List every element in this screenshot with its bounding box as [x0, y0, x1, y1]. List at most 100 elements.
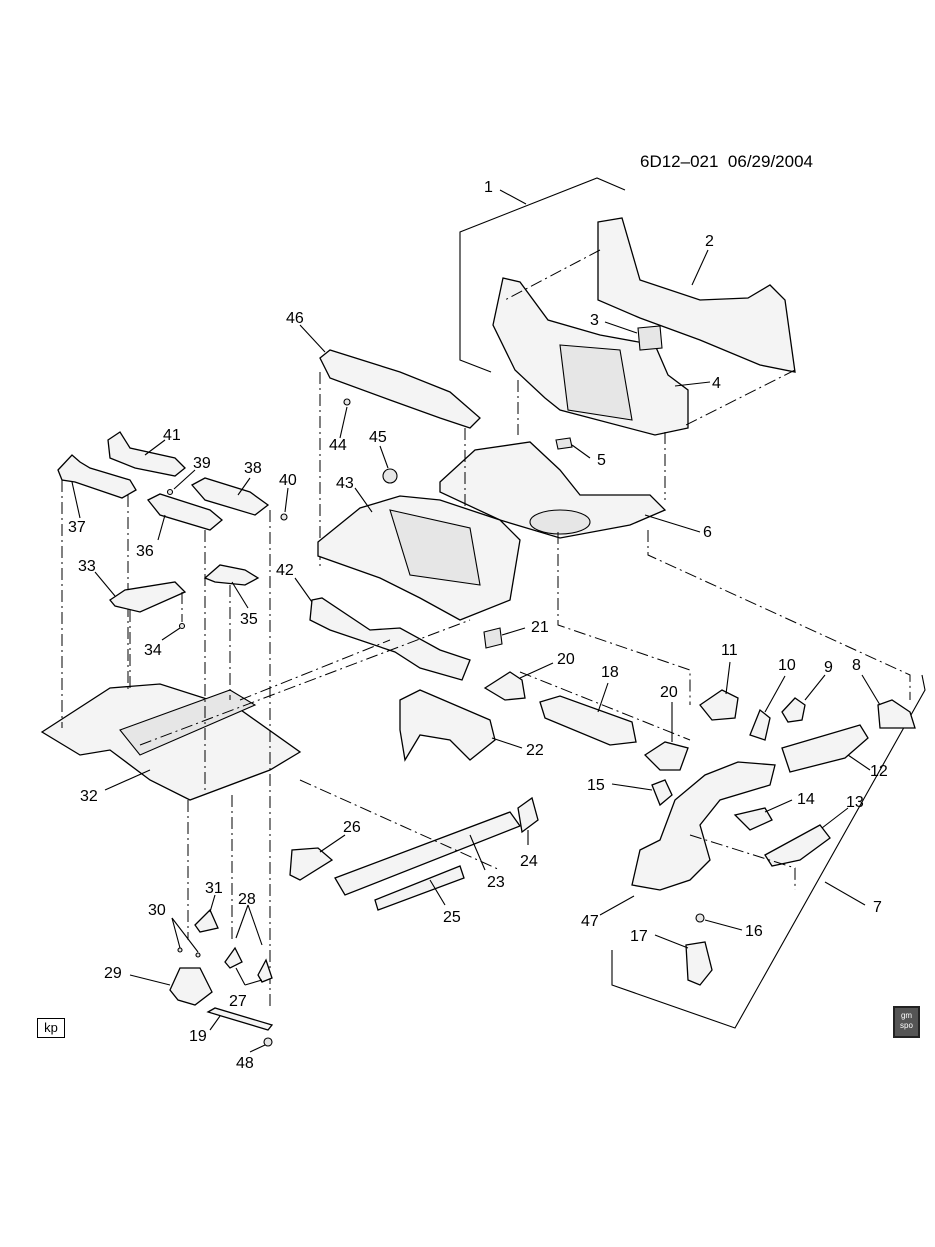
callout-44: 44 — [329, 437, 347, 454]
leader-45 — [379, 445, 389, 469]
callout-4: 4 — [712, 375, 721, 392]
part-24-bracket — [517, 796, 539, 834]
gm-spo-logo: gm spo — [893, 1006, 920, 1038]
dash-32-23 — [299, 779, 501, 871]
leader-47 — [599, 895, 635, 916]
part-17-bracket — [685, 941, 713, 986]
callout-19: 19 — [189, 1028, 207, 1045]
leader-30b — [171, 917, 199, 953]
part-27-bracket-b — [257, 958, 273, 983]
callout-18: 18 — [601, 664, 619, 681]
part-16-bolt — [695, 913, 705, 923]
leader-46 — [299, 324, 326, 353]
part-45-grommet — [382, 468, 398, 484]
callout-10: 10 — [778, 657, 796, 674]
callout-6: 6 — [703, 524, 712, 541]
callout-3: 3 — [590, 312, 599, 329]
callout-1: 1 — [484, 179, 493, 196]
callout-16: 16 — [745, 923, 763, 940]
leader-15 — [611, 783, 653, 791]
leader-48 — [249, 1044, 266, 1053]
group-1-bracket — [459, 177, 626, 373]
part-14-bracket — [733, 807, 773, 831]
part-6-rear-floor — [439, 441, 667, 539]
diagram-date: 06/29/2004 — [727, 152, 814, 171]
leader-16 — [704, 919, 743, 931]
kp-badge: kp — [37, 1018, 65, 1038]
callout-21: 21 — [531, 619, 549, 636]
leader-18 — [597, 682, 609, 713]
leader-28a — [235, 904, 249, 939]
part-11-bracket — [699, 689, 739, 721]
part-3-bracket — [637, 325, 663, 351]
group-7-bracket — [611, 674, 926, 1029]
part-39-clip — [166, 488, 174, 496]
leader-33 — [94, 571, 116, 597]
callout-46: 46 — [286, 310, 304, 327]
part-38-bracket — [190, 477, 270, 516]
callout-5: 5 — [597, 452, 606, 469]
part-32-rocker — [119, 689, 257, 756]
leader-44 — [339, 406, 348, 439]
leader-23 — [469, 834, 486, 871]
part-20-bracket-b — [643, 741, 689, 771]
part-21-grommet — [483, 627, 503, 649]
callout-42: 42 — [276, 562, 294, 579]
part-18-reinforcement — [539, 695, 637, 746]
leader-14 — [764, 799, 793, 813]
part-6-spare-well — [529, 509, 591, 535]
leader-9 — [804, 674, 826, 701]
dash-32-42b — [239, 639, 391, 701]
leader-34 — [161, 627, 181, 641]
callout-48: 48 — [236, 1055, 254, 1072]
part-35-bracket — [203, 564, 260, 586]
part-15-bracket — [651, 779, 673, 807]
leader-21 — [501, 627, 526, 636]
leader-10 — [764, 675, 786, 713]
dash-2-4b — [685, 369, 796, 426]
part-29-bracket — [169, 967, 213, 1006]
part-44-plug — [343, 398, 351, 406]
callout-40: 40 — [279, 472, 297, 489]
leader-31 — [209, 894, 216, 913]
leader-8 — [861, 674, 881, 706]
diagram-ref-code: 6D12–021 — [640, 152, 719, 171]
part-20-bracket-a — [483, 671, 526, 701]
dash-13 — [689, 834, 796, 890]
leader-41 — [144, 439, 166, 456]
part-5-clip — [555, 437, 573, 450]
part-13-bracket — [764, 824, 831, 867]
part-46-crossmember — [319, 349, 481, 429]
part-26-bracket — [289, 847, 334, 881]
leader-38 — [237, 477, 251, 496]
part-30-screw-b — [195, 952, 201, 958]
callout-27: 27 — [229, 993, 247, 1010]
part-34-clip — [178, 622, 186, 630]
part-8-bracket — [877, 699, 916, 729]
callout-14: 14 — [797, 791, 815, 808]
logo-text-bottom: spo — [900, 1021, 913, 1030]
part-48-fastener — [263, 1037, 273, 1047]
leader-39 — [173, 469, 196, 490]
leader-4 — [674, 381, 711, 387]
callout-7: 7 — [873, 899, 882, 916]
dash-32-42 — [139, 619, 471, 746]
callout-20b: 20 — [660, 684, 678, 701]
callout-39: 39 — [193, 455, 211, 472]
callout-35: 35 — [240, 611, 258, 628]
leader-6 — [644, 514, 701, 533]
dash-2-4 — [504, 249, 601, 301]
callout-31: 31 — [205, 880, 223, 897]
part-23-rocker — [334, 811, 522, 896]
callout-2: 2 — [705, 233, 714, 250]
callout-36: 36 — [136, 543, 154, 560]
part-30-screw-a — [177, 947, 183, 953]
dash-20-18 — [519, 671, 691, 741]
part-37-bracket — [57, 454, 137, 499]
part-33-bracket — [109, 581, 187, 613]
callout-37: 37 — [68, 519, 86, 536]
callout-11: 11 — [721, 642, 738, 659]
part-27-bracket-a — [224, 946, 243, 969]
part-4-inner — [559, 344, 633, 421]
